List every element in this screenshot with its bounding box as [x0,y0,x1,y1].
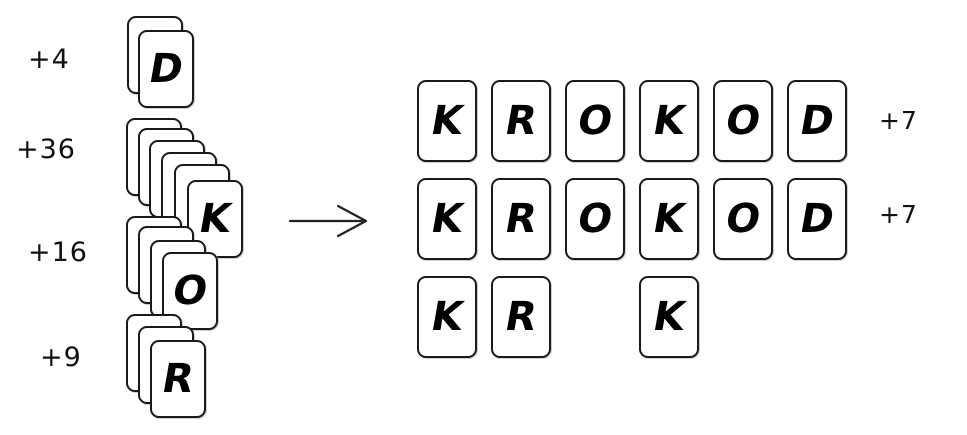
result-card: R [491,178,551,260]
result-card: K [639,276,699,358]
result-card: O [713,178,773,260]
card-letter: D [796,196,838,242]
result-card: R [491,80,551,162]
card-letter: R [501,294,541,340]
card-letter: R [501,98,541,144]
stack-card-front: R [150,340,206,418]
card-letter: R [158,356,198,402]
card-letter: R [501,196,541,242]
card-letter: O [721,98,765,144]
result-card: K [639,178,699,260]
card-letter: K [649,98,689,144]
card-letter: D [796,98,838,144]
stack-label-o: +16 [28,237,88,268]
card-letter: K [649,196,689,242]
card-letter: O [721,196,765,242]
stack-label-r: +9 [40,342,82,373]
card-letter: O [573,196,617,242]
stack-card-front: D [138,30,194,108]
card-letter: K [427,294,467,340]
card-letter: O [168,268,212,314]
right-arrow-icon [288,204,368,238]
result-card: K [417,178,477,260]
row-label: +7 [879,106,918,135]
result-card: R [491,276,551,358]
card-letter: O [573,98,617,144]
result-card: K [639,80,699,162]
result-card: D [787,178,847,260]
row-label: +7 [879,200,918,229]
card-letter: D [145,46,187,92]
result-card: D [787,80,847,162]
result-card: K [417,80,477,162]
result-card: O [565,178,625,260]
card-letter: K [427,98,467,144]
result-card: K [417,276,477,358]
card-letter: K [649,294,689,340]
stack-label-k: +36 [16,134,76,165]
result-card: O [565,80,625,162]
card-letter: K [195,196,235,242]
result-card: O [713,80,773,162]
card-letter: K [427,196,467,242]
stack-label-d: +4 [28,44,70,75]
